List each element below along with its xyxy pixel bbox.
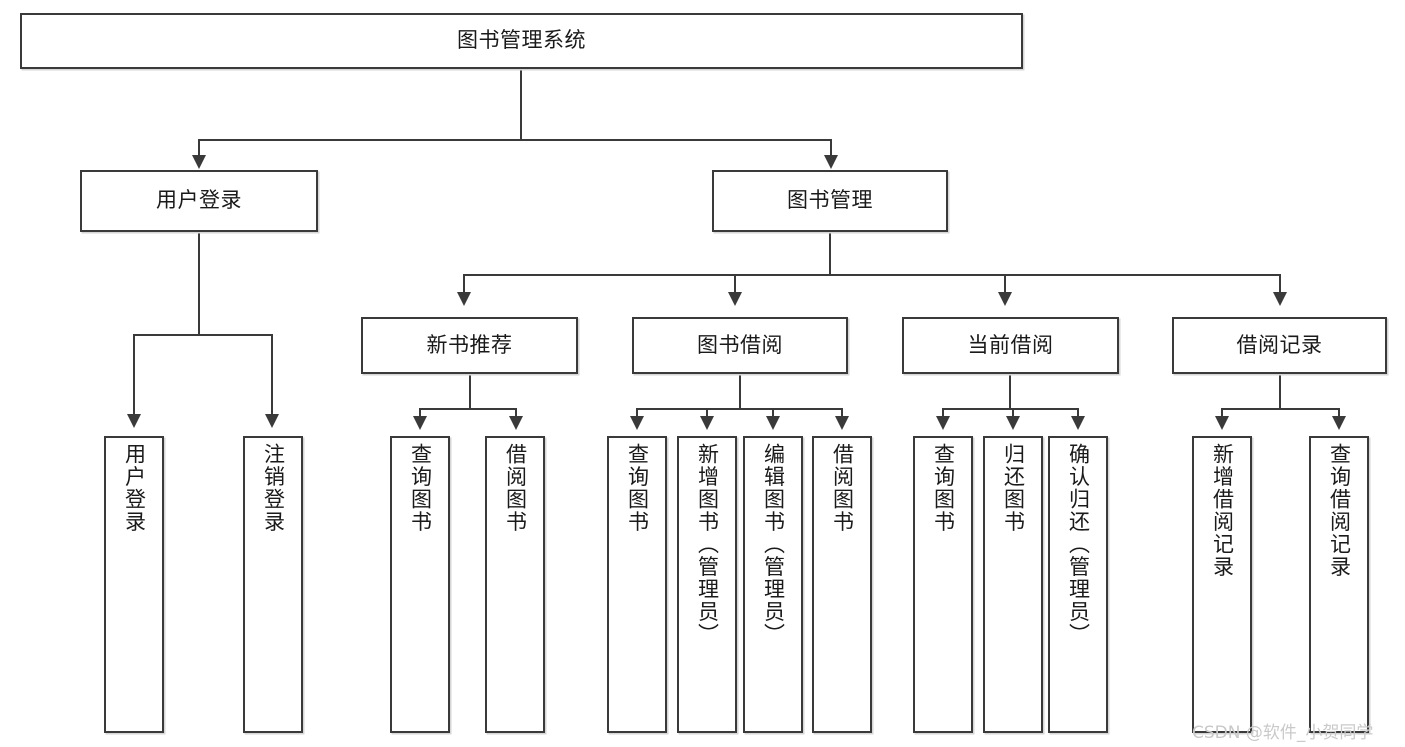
connector-root-to-login (198, 139, 200, 159)
connector-borrow-l1 (636, 408, 638, 420)
arrow-to-user-login (192, 155, 206, 169)
connector-recommend-l2 (515, 408, 517, 420)
connector-login-bus (133, 334, 272, 336)
connector-recommend-l1 (419, 408, 421, 420)
node-book-borrow[interactable]: 图书借阅 (632, 317, 848, 374)
node-label: 新增图书（管理员） (695, 443, 720, 646)
leaf-query-book-current[interactable]: 查询图书 (913, 436, 973, 733)
arrow-recommend-leaf-2 (509, 416, 523, 430)
node-label: 注销登录 (261, 443, 286, 533)
node-user-login[interactable]: 用户登录 (80, 170, 318, 232)
node-label: 借阅图书 (503, 443, 528, 533)
node-label: 查询图书 (931, 443, 956, 533)
node-label: 确认归还（管理员） (1066, 443, 1091, 646)
arrow-borrow-leaf-4 (835, 416, 849, 430)
connector-current-l1 (942, 408, 944, 420)
connector-record-l1 (1221, 408, 1223, 420)
leaf-query-borrow-record[interactable]: 查询借阅记录 (1309, 436, 1369, 733)
node-label: 当前借阅 (967, 332, 1054, 357)
connector-recommend-trunk (469, 374, 471, 410)
arrow-to-current-borrow (998, 292, 1012, 306)
connector-record-l2 (1338, 408, 1340, 420)
arrow-record-leaf-1 (1215, 416, 1229, 430)
node-label: 查询借阅记录 (1327, 443, 1352, 578)
arrow-to-book-borrow (728, 292, 742, 306)
node-label: 新增借阅记录 (1210, 443, 1235, 578)
node-label: 新书推荐 (426, 332, 513, 357)
connector-borrow-l3 (772, 408, 774, 420)
node-label: 编辑图书（管理员） (761, 443, 786, 646)
connector-borrow-trunk (739, 374, 741, 410)
arrow-to-user-login-leaf (127, 414, 141, 428)
node-label: 借阅记录 (1236, 332, 1323, 357)
leaf-query-book-borrow[interactable]: 查询图书 (607, 436, 667, 733)
connector-borrow-l2 (706, 408, 708, 420)
arrow-record-leaf-2 (1332, 416, 1346, 430)
node-label: 归还图书 (1001, 443, 1026, 533)
connector-current-bus (942, 408, 1078, 410)
leaf-query-book-recommend[interactable]: 查询图书 (390, 436, 450, 733)
arrow-to-new-book-recommend (457, 292, 471, 306)
arrow-recommend-leaf-1 (413, 416, 427, 430)
leaf-add-book-admin[interactable]: 新增图书（管理员） (677, 436, 737, 733)
connector-bookmgmt-c4 (1279, 274, 1281, 296)
arrow-current-leaf-3 (1071, 416, 1085, 430)
node-label: 借阅图书 (830, 443, 855, 533)
connector-login-trunk (198, 232, 200, 336)
arrow-to-logout-leaf (265, 414, 279, 428)
connector-record-trunk (1279, 374, 1281, 410)
arrow-borrow-leaf-2 (700, 416, 714, 430)
arrow-borrow-leaf-1 (630, 416, 644, 430)
connector-root-bus (198, 139, 832, 141)
arrow-current-leaf-2 (1006, 416, 1020, 430)
node-borrow-record[interactable]: 借阅记录 (1172, 317, 1387, 374)
node-label: 图书管理 (787, 188, 873, 213)
leaf-logout[interactable]: 注销登录 (243, 436, 303, 733)
connector-root-to-bookmgmt (830, 139, 832, 159)
leaf-edit-book-admin[interactable]: 编辑图书（管理员） (743, 436, 803, 733)
node-label: 用户登录 (156, 188, 242, 213)
leaf-add-borrow-record[interactable]: 新增借阅记录 (1192, 436, 1252, 733)
connector-root-trunk (520, 69, 522, 140)
node-label: 图书借阅 (697, 332, 783, 357)
connector-current-l2 (1012, 408, 1014, 420)
arrow-to-book-management (824, 155, 838, 169)
leaf-confirm-return-admin[interactable]: 确认归还（管理员） (1048, 436, 1108, 733)
connector-bookmgmt-c2 (734, 274, 736, 296)
leaf-borrow-book[interactable]: 借阅图书 (812, 436, 872, 733)
connector-bookmgmt-trunk (829, 232, 831, 276)
connector-login-left (133, 334, 135, 418)
connector-borrow-bus (636, 408, 842, 410)
connector-current-trunk (1009, 374, 1011, 410)
node-label: 查询图书 (625, 443, 650, 533)
node-label: 用户登录 (122, 443, 147, 533)
connector-recommend-bus (419, 408, 517, 410)
connector-current-l3 (1077, 408, 1079, 420)
arrow-borrow-leaf-3 (766, 416, 780, 430)
node-current-borrow[interactable]: 当前借阅 (902, 317, 1119, 374)
connector-bookmgmt-c1 (463, 274, 465, 296)
node-book-management[interactable]: 图书管理 (712, 170, 948, 232)
connector-borrow-l4 (841, 408, 843, 420)
leaf-return-book[interactable]: 归还图书 (983, 436, 1043, 733)
arrow-to-borrow-record (1273, 292, 1287, 306)
node-label: 图书管理系统 (457, 28, 586, 53)
leaf-user-login[interactable]: 用户登录 (104, 436, 164, 733)
node-root-system[interactable]: 图书管理系统 (20, 13, 1023, 69)
node-new-book-recommend[interactable]: 新书推荐 (361, 317, 578, 374)
node-label: 查询图书 (408, 443, 433, 533)
leaf-borrow-book-recommend[interactable]: 借阅图书 (485, 436, 545, 733)
connector-bookmgmt-c3 (1004, 274, 1006, 296)
connector-bookmgmt-bus (463, 274, 1280, 276)
connector-login-right (271, 334, 273, 418)
connector-record-bus (1221, 408, 1339, 410)
arrow-current-leaf-1 (936, 416, 950, 430)
